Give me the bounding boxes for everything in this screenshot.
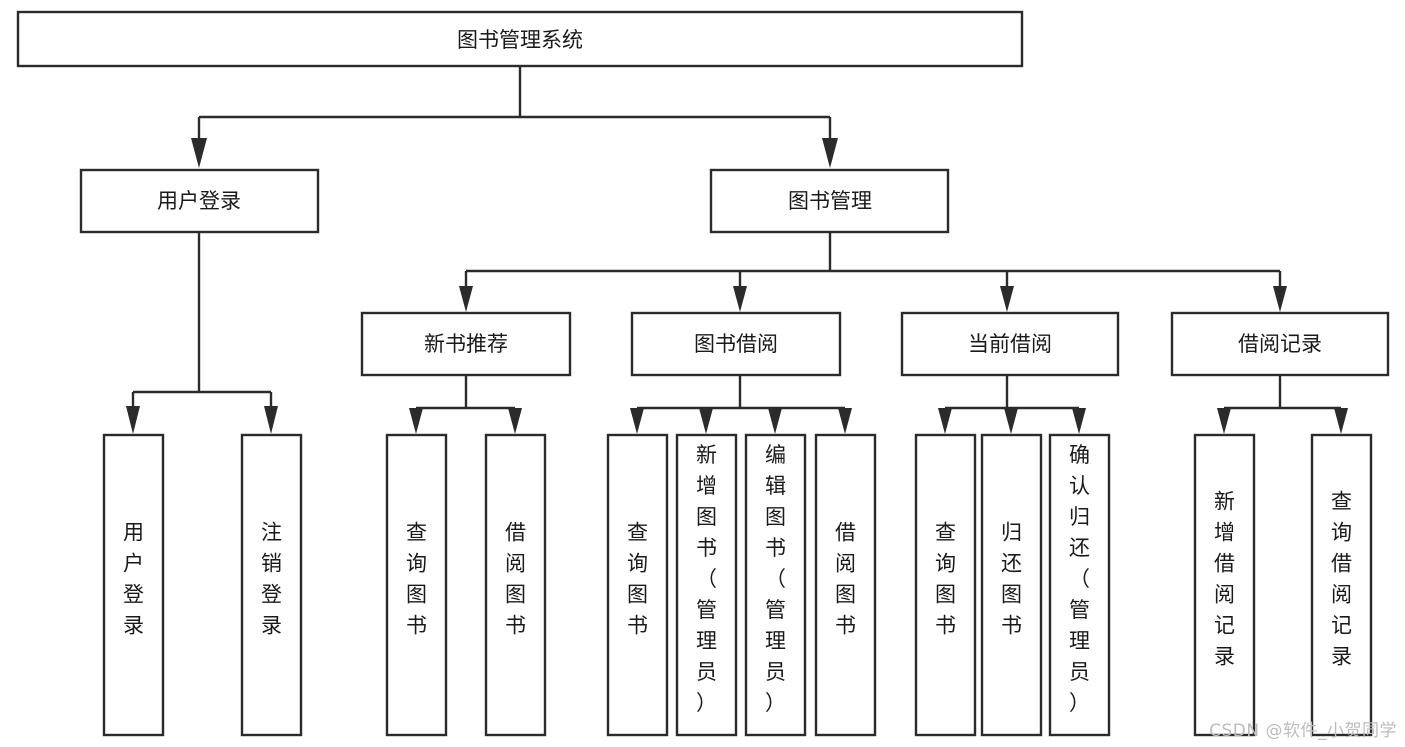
arrowhead-leaf-user-logout bbox=[264, 406, 278, 434]
node-leaf-add-record[interactable] bbox=[1193, 433, 1256, 737]
node-user-login-label: 用户登录 bbox=[157, 189, 241, 213]
arrowhead-leaf-query-book-3 bbox=[938, 408, 952, 434]
node-leaf-query-book-3[interactable] bbox=[914, 433, 977, 737]
arrowhead-book-borrow bbox=[733, 286, 747, 312]
edge-group-root bbox=[191, 66, 838, 168]
edge-group-user-login bbox=[126, 232, 278, 434]
node-leaf-add-book-box bbox=[675, 433, 738, 737]
edge-group-new-book-recommend bbox=[409, 375, 522, 434]
node-current-borrow-box bbox=[900, 311, 1120, 377]
edge-group-book-borrow bbox=[630, 375, 852, 434]
arrowhead-leaf-borrow-book-1 bbox=[508, 408, 522, 434]
node-leaf-query-record-label: 查询借阅记录 bbox=[1331, 490, 1352, 669]
node-leaf-user-login-box bbox=[102, 433, 165, 737]
arrowhead-leaf-query-book-2 bbox=[630, 408, 644, 434]
node-borrow-record-label: 借阅记录 bbox=[1238, 332, 1322, 356]
node-leaf-query-book-2[interactable] bbox=[606, 433, 669, 737]
node-leaf-add-book-label: 新增图书（管理员） bbox=[696, 443, 717, 715]
node-leaf-confirm-return-label: 确认归还（管理员） bbox=[1069, 443, 1090, 715]
node-borrow-record-box bbox=[1170, 311, 1390, 377]
watermark-text: CSDN @软件_小贺同学 bbox=[1209, 721, 1397, 741]
arrowhead-leaf-edit-book bbox=[768, 408, 782, 434]
node-leaf-borrow-book-2[interactable] bbox=[814, 433, 877, 737]
node-leaf-return-book[interactable] bbox=[980, 433, 1043, 737]
node-book-borrow-label: 图书借阅 bbox=[694, 332, 778, 356]
node-book-manage[interactable]: 图书管理 bbox=[709, 168, 950, 234]
node-leaf-query-book-1-label: 查询图书 bbox=[406, 521, 427, 638]
node-leaf-query-record-box bbox=[1310, 433, 1373, 737]
node-leaf-query-book-2-box bbox=[606, 433, 669, 737]
arrowhead-new-book-recommend bbox=[459, 286, 473, 312]
edge-group-current-borrow bbox=[938, 375, 1086, 434]
node-leaf-user-logout[interactable] bbox=[240, 433, 303, 737]
node-leaf-return-book-label: 归还图书 bbox=[1001, 521, 1022, 638]
arrowhead-leaf-confirm-return bbox=[1072, 408, 1086, 434]
node-borrow-record[interactable]: 借阅记录 bbox=[1170, 311, 1390, 377]
node-current-borrow[interactable]: 当前借阅 bbox=[900, 311, 1120, 377]
node-new-book-recommend[interactable]: 新书推荐 bbox=[360, 311, 572, 377]
node-leaf-edit-book[interactable] bbox=[744, 433, 807, 737]
node-book-borrow-box bbox=[630, 311, 842, 377]
node-book-manage-label: 图书管理 bbox=[788, 189, 872, 213]
node-new-book-recommend-label: 新书推荐 bbox=[424, 332, 508, 356]
node-leaf-borrow-book-1[interactable] bbox=[484, 433, 547, 737]
node-leaf-query-record[interactable] bbox=[1310, 433, 1373, 737]
node-leaf-user-login[interactable] bbox=[102, 433, 165, 737]
node-leaf-user-logout-label: 注销登录 bbox=[261, 521, 282, 638]
node-leaf-query-book-3-box bbox=[914, 433, 977, 737]
node-leaf-add-record-label: 新增借阅记录 bbox=[1214, 490, 1235, 669]
edge-group-book-manage bbox=[459, 232, 1287, 312]
node-book-manage-box bbox=[709, 168, 950, 234]
node-leaf-confirm-return-box bbox=[1048, 433, 1111, 737]
arrowhead-borrow-record bbox=[1273, 286, 1287, 312]
edge-group-borrow-record bbox=[1217, 375, 1348, 434]
arrowhead-user-login bbox=[191, 138, 207, 168]
arrowhead-book-manage bbox=[822, 138, 838, 168]
node-leaf-add-record-box bbox=[1193, 433, 1256, 737]
node-book-borrow[interactable]: 图书借阅 bbox=[630, 311, 842, 377]
node-leaf-edit-book-label: 编辑图书（管理员） bbox=[765, 443, 786, 715]
node-leaf-query-book-3-label: 查询图书 bbox=[935, 521, 956, 638]
leaf-labels-layer: 用户登录 注销登录 查询图书 借阅图书 查询图书 新增图书（管理员） 编辑图书（管理员） 借阅… bbox=[123, 443, 1352, 715]
node-leaf-borrow-book-1-label: 借阅图书 bbox=[505, 521, 526, 638]
node-new-book-recommend-box bbox=[360, 311, 572, 377]
node-user-login-box bbox=[79, 168, 320, 234]
node-leaf-query-book-2-label: 查询图书 bbox=[627, 521, 648, 638]
node-user-login[interactable]: 用户登录 bbox=[79, 168, 320, 234]
arrowhead-current-borrow bbox=[1000, 286, 1014, 312]
arrowhead-leaf-user-login bbox=[126, 406, 140, 434]
node-root-label: 图书管理系统 bbox=[457, 28, 583, 52]
node-leaf-user-logout-box bbox=[240, 433, 303, 737]
node-leaf-borrow-book-1-box bbox=[484, 433, 547, 737]
node-leaf-borrow-book-2-label: 借阅图书 bbox=[835, 521, 856, 638]
arrowhead-leaf-return-book bbox=[1004, 408, 1018, 434]
node-root-box bbox=[16, 10, 1024, 68]
node-leaf-confirm-return[interactable] bbox=[1048, 433, 1111, 737]
node-leaf-user-login-label: 用户登录 bbox=[123, 521, 144, 638]
node-leaf-return-book-box bbox=[980, 433, 1043, 737]
node-leaf-edit-book-box bbox=[744, 433, 807, 737]
node-leaf-add-book[interactable] bbox=[675, 433, 738, 737]
node-leaf-query-book-1[interactable] bbox=[385, 433, 448, 737]
arrowhead-leaf-query-book-1 bbox=[409, 408, 423, 434]
node-leaf-borrow-book-2-box bbox=[814, 433, 877, 737]
arrowhead-leaf-add-record bbox=[1217, 408, 1231, 434]
node-root[interactable]: 图书管理系统 bbox=[16, 10, 1024, 68]
node-leaf-query-book-1-box bbox=[385, 433, 448, 737]
arrowhead-leaf-borrow-book-2 bbox=[838, 408, 852, 434]
arrowhead-leaf-add-book bbox=[699, 408, 713, 434]
arrowhead-leaf-query-record bbox=[1334, 408, 1348, 434]
node-current-borrow-label: 当前借阅 bbox=[968, 332, 1052, 356]
